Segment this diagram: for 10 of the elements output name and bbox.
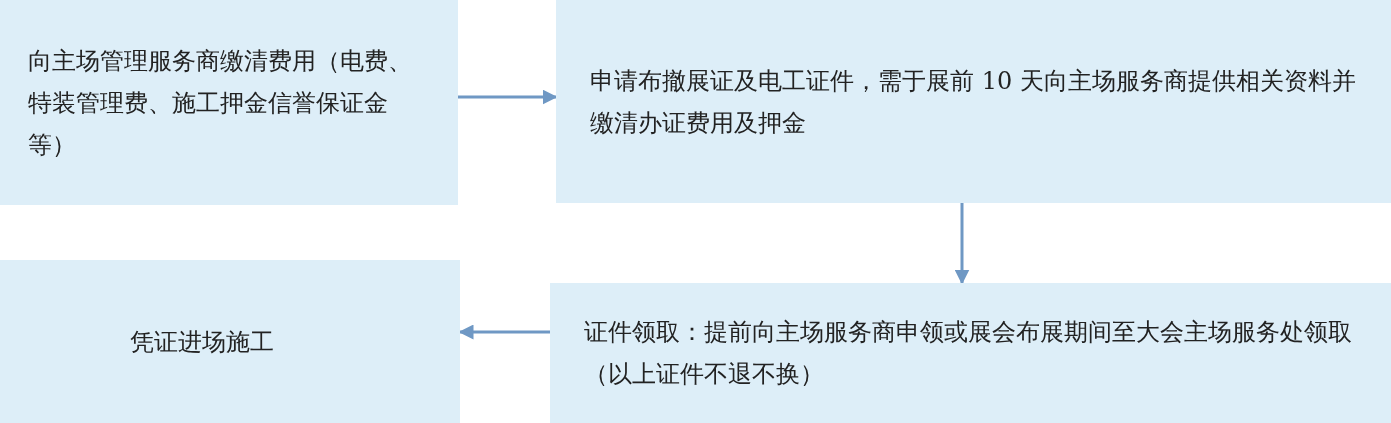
- process-box: [550, 283, 1391, 423]
- arrow: [954, 203, 970, 285]
- process-box: [556, 0, 1391, 203]
- process-box: [0, 260, 460, 423]
- box-text: 向主场管理服务商缴清费用（电费、特装管理费、施工押金信誉保证金等）: [28, 45, 413, 161]
- arrow: [458, 89, 558, 105]
- box-text: 证件领取：提前向主场服务商申领或展会布展期间至大会主场服务处领取（以上证件不退不换）: [584, 317, 1353, 390]
- box-text: 申请布撤展证及电工证件，需于展前 10 天向主场服务商提供相关资料并缴清办证费用及押金: [590, 65, 1357, 139]
- process-box: [0, 0, 458, 205]
- box-text: 凭证进场施工: [130, 326, 274, 358]
